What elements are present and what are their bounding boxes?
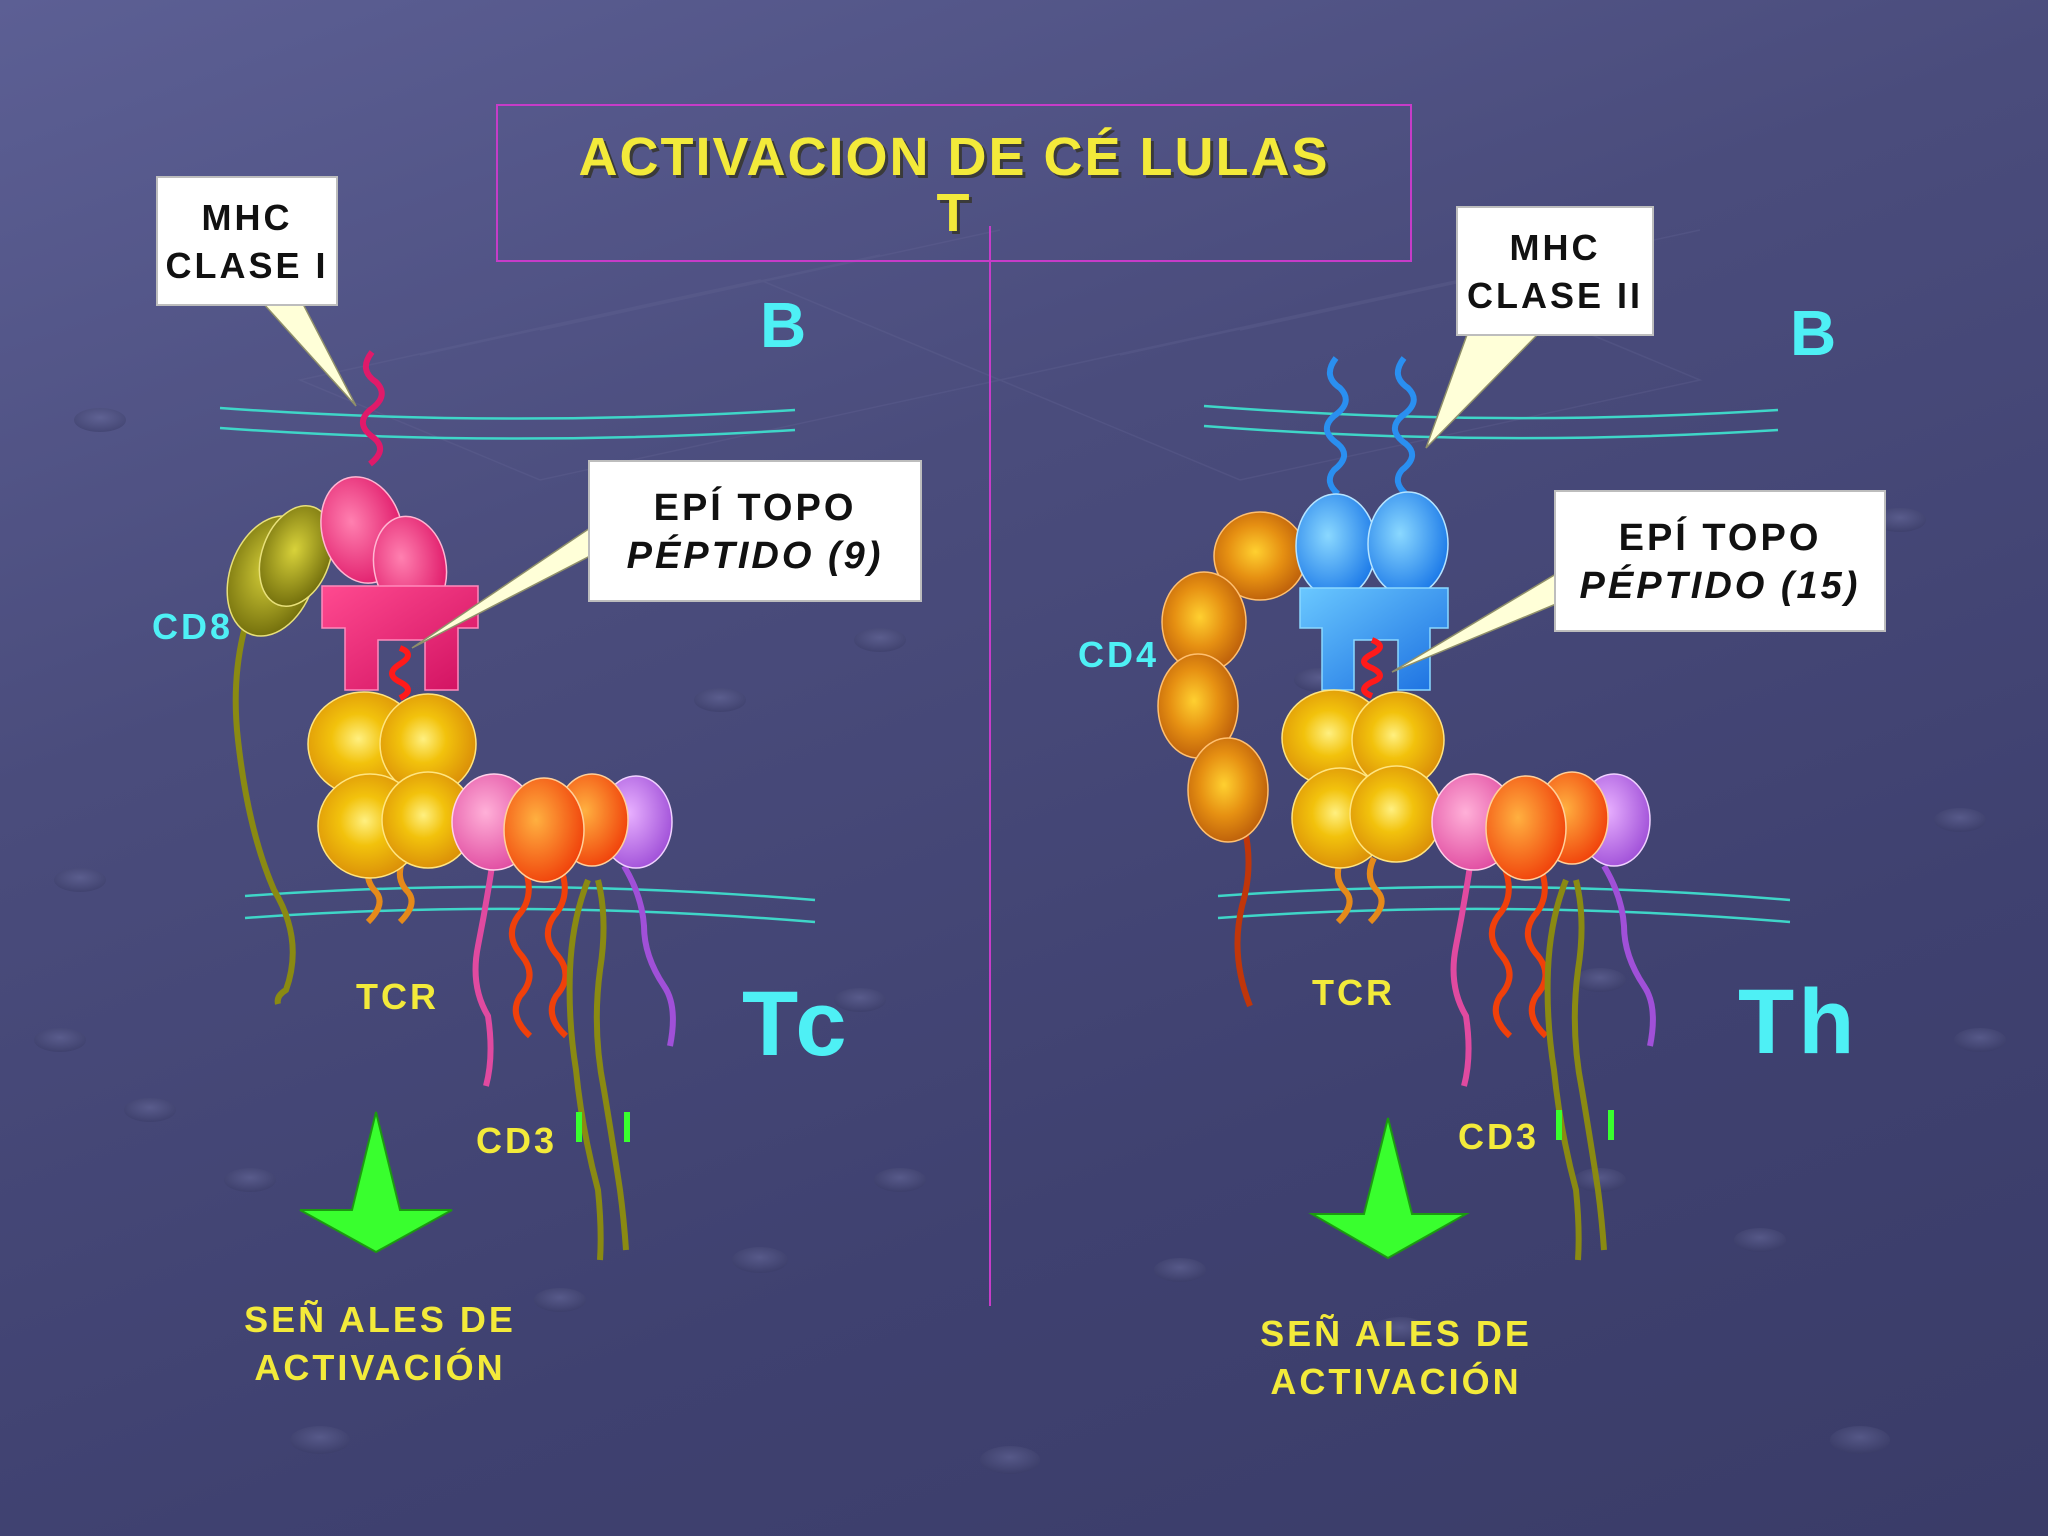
left-epitope-line-1: EPÍ TOPO: [653, 487, 857, 529]
right-mhc-pointer: [1425, 331, 1542, 449]
left-panel: [219, 301, 816, 1261]
peptide-15: [1361, 637, 1383, 699]
left-t-cell-membrane: [244, 885, 816, 902]
left-signal-arrow: [299, 1111, 453, 1254]
left-mhc-line-2: CLASE I: [165, 245, 329, 286]
cd4-tail: [1234, 825, 1253, 1008]
right-signal-line-1: SEÑ ALES DE: [1260, 1313, 1532, 1354]
right-signal-label: SEÑ ALES DE ACTIVACIÓN: [1226, 1310, 1566, 1406]
peptide-9: [389, 645, 411, 701]
right-panel: [1157, 331, 1791, 1261]
right-cell-b-label: B: [1790, 297, 1840, 369]
left-signal-line-2: ACTIVACIÓN: [254, 1347, 506, 1388]
left-cd3-label: CD3: [476, 1120, 558, 1161]
right-mhc-line-2: CLASE II: [1466, 275, 1643, 316]
left-epitope-callout: EPÍ TOPO PÉPTIDO (9): [588, 460, 922, 602]
right-mhc-line-1: MHC: [1509, 227, 1601, 268]
th-label: Th: [1738, 971, 1859, 1073]
right-epitope-line-1: EPÍ TOPO: [1618, 517, 1822, 559]
mhc1-tail: [360, 350, 385, 467]
right-signal-line-2: ACTIVACIÓN: [1270, 1361, 1522, 1402]
title-line-2: T: [936, 183, 972, 243]
left-signal-line-1: SEÑ ALES DE: [244, 1299, 516, 1340]
center-divider: [989, 226, 991, 1306]
right-tcr-label: TCR: [1312, 972, 1395, 1013]
right-signal-arrow: [1308, 1117, 1470, 1260]
left-mhc-pointer: [260, 301, 357, 407]
right-epitope-callout: EPÍ TOPO PÉPTIDO (15): [1554, 490, 1886, 632]
cd8-label: CD8: [152, 606, 234, 647]
left-apc-membrane: [219, 406, 796, 420]
cd8-tail: [232, 609, 296, 1005]
right-cd3-label: CD3: [1458, 1116, 1540, 1157]
mhc1-groove: [321, 585, 479, 691]
right-apc-membrane: [1203, 404, 1779, 420]
left-mhc-callout: MHC CLASE I: [156, 176, 338, 306]
left-epitope-line-2: PÉPTIDO (9): [626, 535, 884, 577]
right-mhc-callout: MHC CLASE II: [1456, 206, 1654, 336]
mhc2-tail: [1324, 356, 1349, 497]
left-tcr-label: TCR: [356, 976, 439, 1017]
cd4-label: CD4: [1078, 634, 1160, 675]
mhc2-domain: [1295, 493, 1377, 599]
right-t-cell-membrane: [1217, 885, 1791, 902]
right-epitope-line-2: PÉPTIDO (15): [1579, 565, 1861, 607]
left-signal-label: SEÑ ALES DE ACTIVACIÓN: [210, 1296, 550, 1392]
tc-label: Tc: [742, 973, 851, 1075]
title-box: ACTIVACION DE CÉ LULAS T: [496, 104, 1412, 262]
left-cell-b-label: B: [760, 289, 810, 361]
left-mhc-line-1: MHC: [201, 197, 293, 238]
title-line-1: ACTIVACION DE CÉ LULAS: [578, 127, 1330, 187]
